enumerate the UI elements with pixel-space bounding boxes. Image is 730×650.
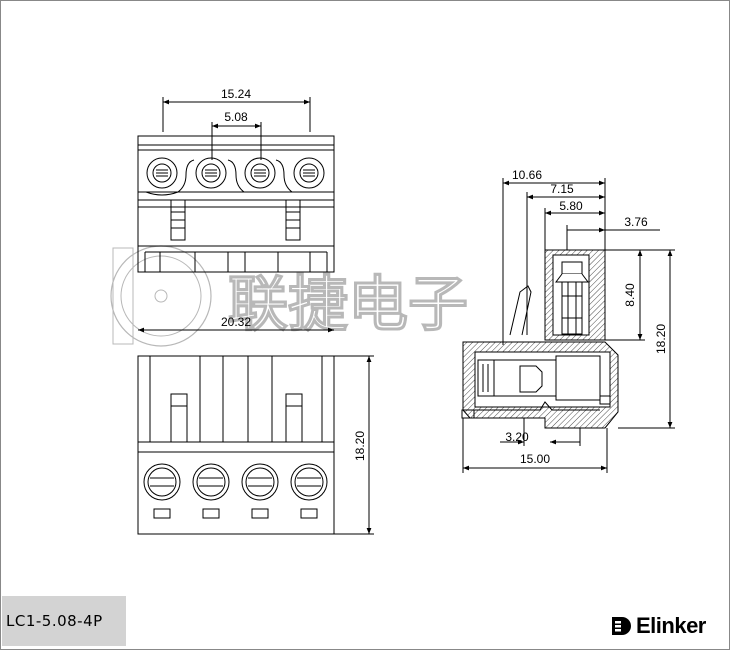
brand-logo: Elinker (610, 612, 722, 640)
dim-label-side-mid: 7.15 (550, 182, 574, 196)
dim-label-side-outer: 10.66 (512, 168, 542, 182)
dim-label-pitch: 5.08 (224, 110, 248, 124)
dim-label-screw-width: 3.76 (624, 215, 648, 229)
dim-label-total-height: 18.20 (654, 324, 668, 354)
front-view (137, 355, 374, 535)
part-number-label: LC1-5.08-4P (2, 596, 126, 646)
dim-label-front-width: 20.32 (221, 315, 251, 329)
dim-label-front-height: 18.20 (353, 431, 367, 461)
dim-label-bottom-inner: 3.20 (505, 430, 529, 444)
front-screw-heads (143, 463, 328, 501)
brand-name: Elinker (636, 613, 706, 638)
watermark: 联捷电子 (110, 245, 469, 347)
dim-label-bottom-length: 15.00 (520, 452, 550, 466)
brand-mark-icon (612, 617, 631, 635)
top-screw-heads (146, 157, 325, 189)
dim-label-upper-height: 8.40 (623, 283, 637, 307)
dim-label-top-width: 15.24 (221, 87, 251, 101)
side-view (461, 178, 675, 473)
dim-label-side-inner: 5.80 (559, 199, 583, 213)
top-view (137, 97, 335, 273)
